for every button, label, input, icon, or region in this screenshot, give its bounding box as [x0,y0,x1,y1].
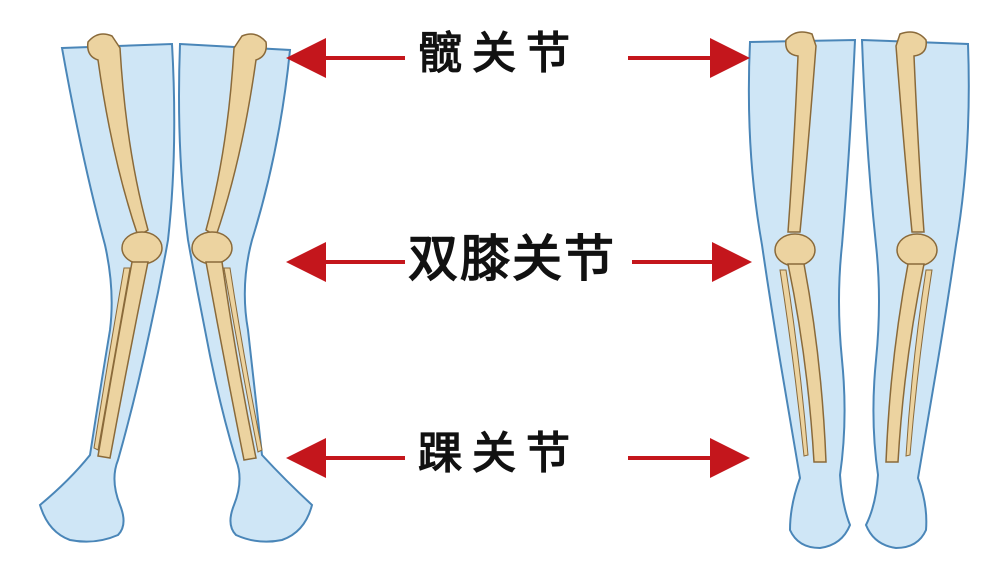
left-figure-knee-2 [191,231,233,265]
left-figure-femur-2 [205,33,268,238]
right-figure-fibula-1 [779,269,809,457]
right-figure-tibia-1 [787,263,827,463]
right-figure-femur-1 [785,31,817,233]
right-legs-figure [747,31,970,550]
right-figure-femur-2 [895,31,927,233]
right-figure-knee-2 [896,233,938,267]
right-figure-tibia-2 [885,263,925,463]
left-figure-knee-1 [121,231,163,265]
left-figure-fibula-1 [93,267,131,451]
left-figure-leg-1 [38,42,176,543]
knee-joints-label: 双膝关节 [408,230,616,288]
left-figure-leg-2 [178,42,314,543]
left-figure-tibia-2 [205,261,257,461]
ankle-joint-label: 踝关节 [418,428,580,479]
left-figure-tibia-1 [97,261,149,459]
right-figure-fibula-2 [905,269,933,457]
left-figure-femur-1 [86,33,149,238]
hip-joint-label: 髋关节 [418,28,580,79]
left-figure-fibula-2 [223,267,263,453]
left-legs-figure [38,33,314,543]
right-figure-knee-1 [774,233,816,267]
arrows [286,38,752,478]
